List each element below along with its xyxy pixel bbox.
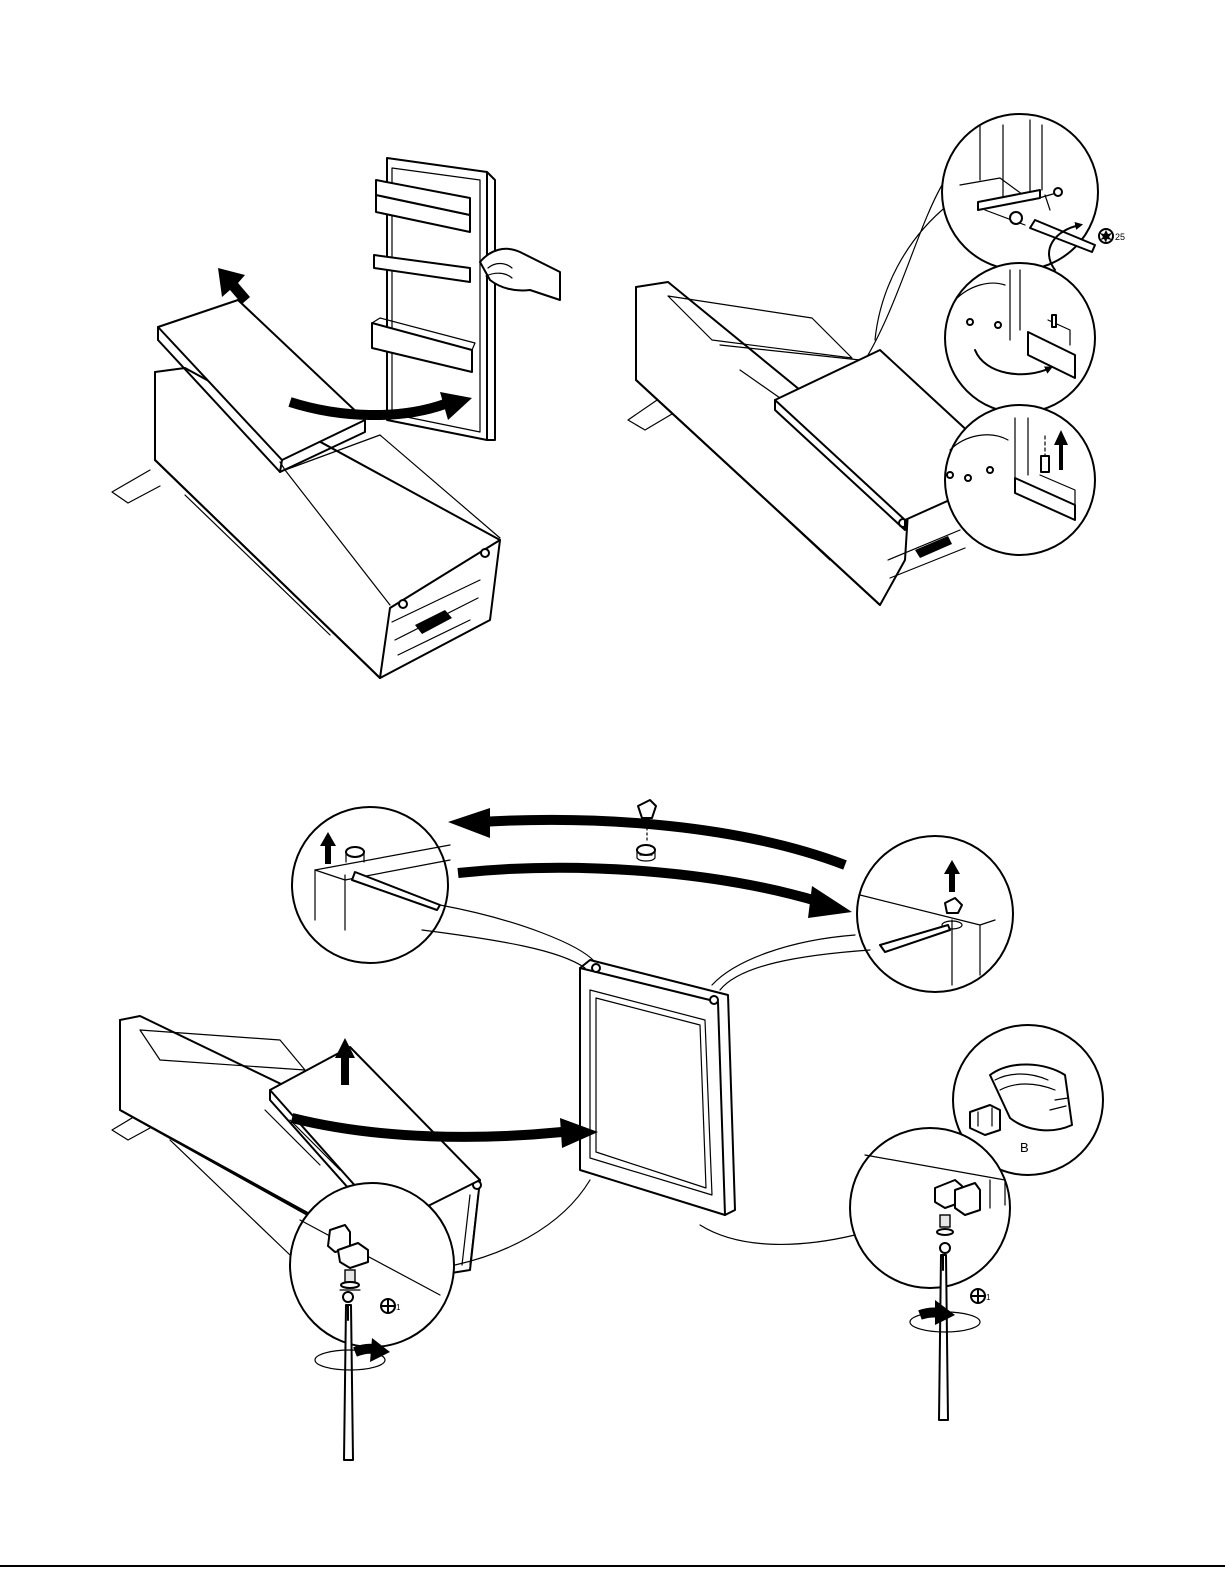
torx-bit-icon	[1099, 229, 1113, 243]
hand-icon	[480, 249, 560, 300]
hinge-cap-icon	[637, 800, 656, 861]
step-remove-door-illustration	[112, 158, 560, 678]
step-hinge-removal-illustration: 25	[628, 114, 1125, 605]
swap-bottom-arrow-icon	[458, 868, 820, 902]
detail-circle-screw-right: 1	[700, 1128, 1010, 1303]
lift-arrow-icon	[218, 268, 250, 304]
bag-letter-label: B	[1020, 1140, 1029, 1155]
detail-circle-unscrew	[942, 114, 1098, 270]
detail-circle-lift-pin	[945, 405, 1095, 555]
footer-rule	[0, 1565, 1225, 1567]
detail-circle-hinge	[945, 263, 1095, 413]
phillips-bit-icon	[381, 1299, 395, 1313]
detail-circle-cap-right	[857, 836, 1013, 992]
door-panel	[580, 960, 735, 1215]
swap-top-arrow-icon	[480, 820, 845, 865]
detail-circle-cap-left	[292, 807, 450, 963]
phillips-bit-right-icon	[971, 1289, 985, 1303]
torx-size-label: 25	[1115, 232, 1125, 242]
phillips-size-left-label: 1	[396, 1303, 401, 1312]
step-reverse-door-illustration: B 1	[112, 800, 1103, 1460]
phillips-size-right-label: 1	[986, 1293, 991, 1302]
door-upright	[372, 158, 495, 440]
